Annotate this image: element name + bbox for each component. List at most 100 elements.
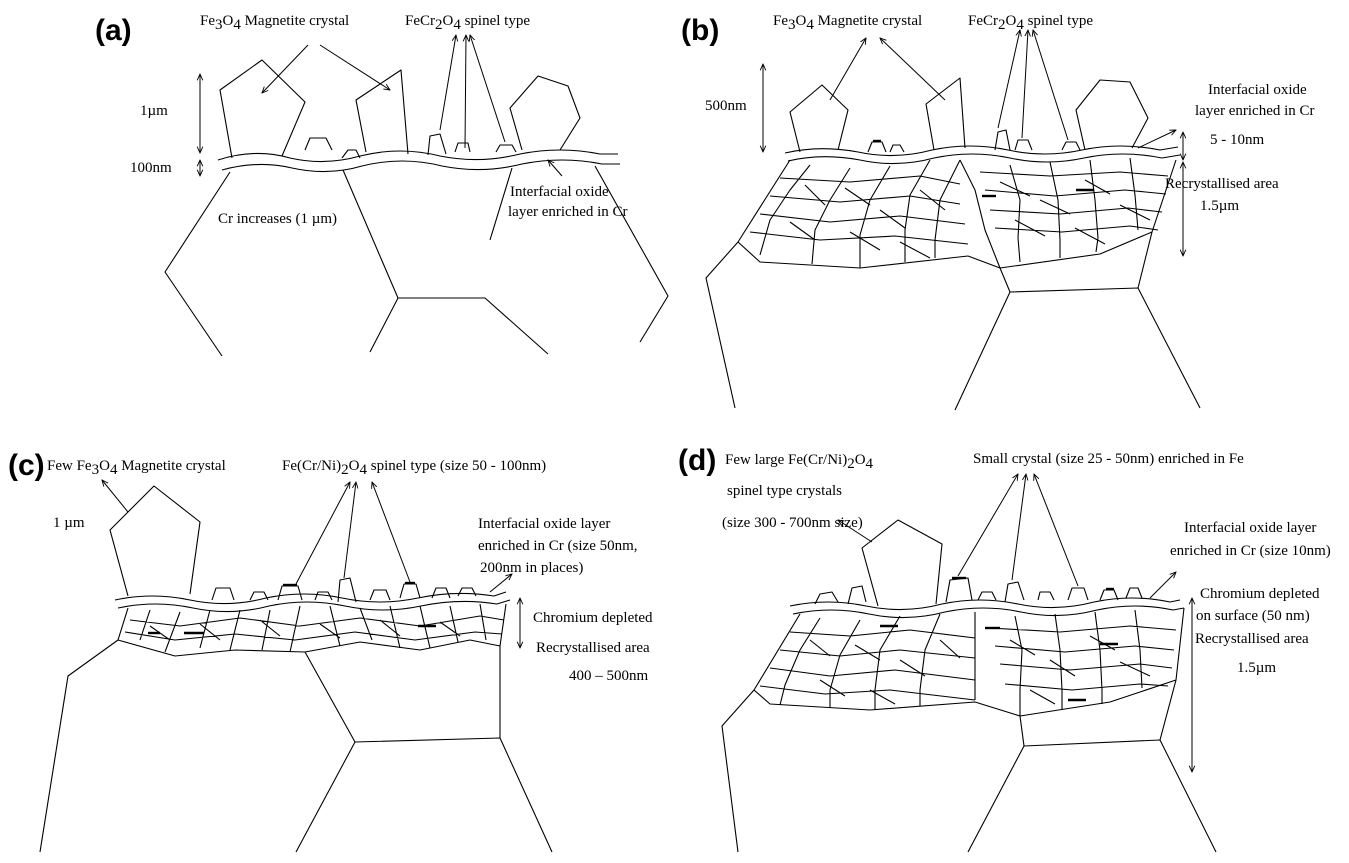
panel-a-scale-layer: 100nm [130, 160, 172, 176]
magnetite-crystal [789, 84, 849, 153]
mesh-lines [759, 612, 976, 710]
panel-d-recryst-2: 1.5µm [1237, 660, 1276, 676]
label-arrow [957, 474, 1018, 577]
panel-a-spinel-label: FeCr2O4 spinel type [405, 13, 530, 33]
panel-c-interfacial-1: Interfacial oxide layer [478, 516, 610, 532]
recrystallised-region-outline [753, 607, 1185, 717]
grain-boundary [705, 241, 739, 409]
panel-d-recryst-1: Recrystallised area [1195, 631, 1309, 647]
panel-b-recryst-2: 1.5µm [1200, 198, 1239, 214]
spinel-crystal [867, 141, 887, 153]
label-arrow [548, 160, 563, 177]
label-arrow [439, 35, 456, 131]
panel-a-magnetite-label: Fe3O4 Magnetite crystal [200, 13, 349, 33]
spinel-crystal [889, 144, 905, 153]
interfacial-layer-bottom [787, 153, 1181, 165]
panel-a-interfacial-1: Interfacial oxide [510, 184, 609, 200]
panel-b-recryst-1: Recrystallised area [1165, 176, 1279, 192]
panel-c-letter: (c) [8, 449, 45, 482]
spinel-crystal [341, 149, 361, 159]
spinel-crystal [495, 144, 517, 153]
spinel-crystal [814, 591, 839, 605]
spinel-crystal [847, 585, 867, 605]
panel-b-interfacial-1: Interfacial oxide [1208, 82, 1307, 98]
spinel-crystal [249, 591, 269, 601]
label-arrow [838, 520, 873, 543]
panel-d-spinel-label-1: Few large Fe(Cr/Ni)2O4 [725, 452, 874, 472]
label-arrow [1034, 474, 1079, 587]
panel-d-depleted-2: on surface (50 nm) [1196, 608, 1310, 624]
spinel-crystal [457, 587, 477, 597]
grain-boundary [999, 267, 1201, 409]
panel-d-letter: (d) [678, 444, 716, 477]
grain-boundary [39, 639, 119, 853]
panel-c: (c) Few Fe3O4 Magnetite crystal Fe(Cr/Ni… [8, 449, 653, 853]
label-arrow [295, 482, 350, 585]
panel-c-recryst-1: Recrystallised area [536, 640, 650, 656]
grain-boundary [369, 297, 399, 353]
interfacial-layer-top [114, 591, 507, 605]
panel-c-chromium-depleted: Chromium depleted [533, 610, 653, 626]
label-arrow [1137, 130, 1176, 149]
panel-a-letter: (a) [95, 14, 132, 47]
grain-boundary [1137, 231, 1153, 289]
spinel-crystal [1037, 591, 1055, 601]
panel-b-interfacial-2: layer enriched in Cr [1195, 103, 1315, 119]
spinel-crystal [1067, 587, 1089, 601]
label-arrow [1021, 30, 1028, 139]
panel-c-scale-crystal: 1 µm [53, 515, 85, 531]
grain-boundary [1159, 679, 1177, 741]
magnetite-crystal [509, 75, 581, 151]
label-arrow [880, 38, 946, 101]
panel-d-interfacial-2: enriched in Cr (size 10nm) [1170, 543, 1331, 559]
spinel-crystal [399, 583, 421, 599]
interfacial-layer-top [789, 597, 1181, 611]
panel-d-spinel-label-3: (size 300 - 700nm size) [722, 515, 863, 531]
label-arrow [1033, 30, 1069, 141]
panel-c-interfacial-2: enriched in Cr (size 50nm, [478, 538, 638, 554]
grain-boundary [954, 291, 1011, 411]
label-arrow [102, 480, 129, 513]
interfacial-layer-bottom [792, 605, 1185, 619]
interfacial-layer-bottom [117, 599, 511, 613]
magnetite-crystal [925, 77, 966, 151]
large-spinel-crystal [861, 519, 943, 607]
panel-a-interfacial-2: layer enriched in Cr [508, 204, 628, 220]
spinel-crystal [1061, 141, 1081, 151]
label-arrow [343, 482, 356, 579]
mesh-lines [749, 159, 1001, 269]
grain-boundary [594, 165, 669, 343]
magnetite-crystal [219, 59, 306, 159]
panel-b-letter: (b) [681, 14, 719, 47]
grain-boundary [967, 745, 1025, 853]
panel-d: (d) Few large Fe(Cr/Ni)2O4 spinel type c… [678, 444, 1331, 853]
grain-boundary [1019, 715, 1217, 853]
panel-b: (b) Fe3O4 Magnetite crystal FeCr2O4 spin… [681, 13, 1315, 411]
panel-c-magnetite-label: Few Fe3O4 Magnetite crystal [47, 458, 226, 478]
interfacial-layer-top [217, 149, 618, 163]
label-arrow [465, 35, 466, 149]
panel-a-cr-increases: Cr increases (1 µm) [218, 211, 337, 227]
magnetite-crystal [355, 69, 409, 155]
label-arrow [470, 35, 506, 143]
spinel-crystal [337, 577, 357, 603]
panel-c-recryst-2: 400 – 500nm [569, 668, 649, 684]
panel-b-spinel-label: FeCr2O4 spinel type [968, 13, 1093, 33]
spinel-crystal [1125, 587, 1143, 599]
interfacial-layer-bottom [221, 159, 620, 173]
magnetite-crystal [109, 485, 201, 597]
panel-c-interfacial-3: 200nm in places) [480, 560, 583, 576]
grain-boundary [295, 741, 356, 853]
spinel-crystal [211, 587, 235, 601]
panel-b-magnetite-label: Fe3O4 Magnetite crystal [773, 13, 922, 33]
spinel-crystal [977, 591, 997, 601]
grain-boundary [164, 171, 231, 357]
panel-d-depleted-1: Chromium depleted [1200, 586, 1320, 602]
spinel-crystal [945, 577, 973, 603]
label-arrow [1011, 474, 1026, 581]
panel-a-scale-crystal: 1µm [140, 103, 168, 119]
mesh-lines [979, 157, 1169, 263]
spinel-crystal [277, 585, 303, 601]
grain-boundary [489, 167, 513, 241]
